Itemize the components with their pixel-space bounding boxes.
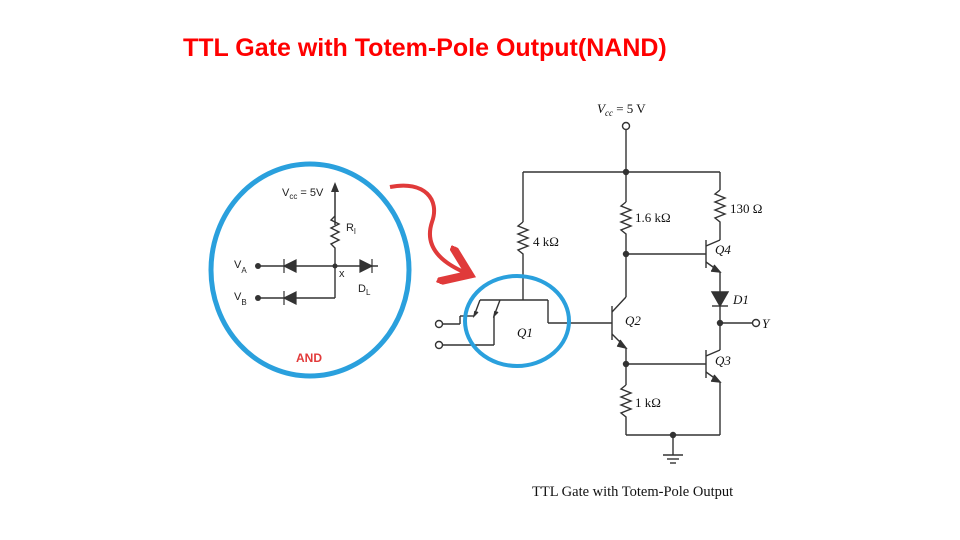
r2-label: 1.6 kΩ [635, 210, 671, 225]
and-va-label: VA [234, 259, 247, 275]
and-rl-label: Rl [346, 222, 356, 236]
and-gate-inset: Vcc = 5V Rl VA VB x DL AND [208, 161, 412, 379]
output-y-label: Y [762, 316, 771, 331]
figure-caption: TTL Gate with Totem-Pole Output [532, 484, 734, 500]
and-vb-label: VB [234, 291, 247, 307]
q4-label: Q4 [715, 242, 731, 257]
ttl-vcc-label: Vcc = 5 V [597, 101, 646, 118]
and-diode-a [282, 259, 297, 273]
and-x-label: x [339, 268, 345, 280]
pointer-arrow [389, 183, 466, 273]
ttl-circuit [434, 121, 761, 464]
and-vcc-label: Vcc = 5V [282, 187, 324, 201]
r3-label: 130 Ω [730, 201, 762, 216]
page-title: TTL Gate with Totem-Pole Output(NAND) [183, 34, 667, 62]
and-resistor-rl [329, 215, 341, 266]
and-diode-b [282, 291, 297, 305]
q2-label: Q2 [625, 313, 641, 328]
and-dl-label: DL [358, 283, 371, 297]
and-diode-dl [359, 259, 374, 273]
r4-label: 1 kΩ [635, 395, 661, 410]
and-input-b-terminal [255, 295, 261, 301]
and-label: AND [296, 351, 322, 365]
d1-label: D1 [732, 292, 749, 307]
q1-label: Q1 [517, 325, 533, 340]
q1-highlight-circle [463, 274, 571, 368]
and-input-a-terminal [255, 263, 261, 269]
q3-label: Q3 [715, 353, 731, 368]
r1-label: 4 kΩ [533, 234, 559, 249]
and-highlight-circle [208, 161, 412, 379]
